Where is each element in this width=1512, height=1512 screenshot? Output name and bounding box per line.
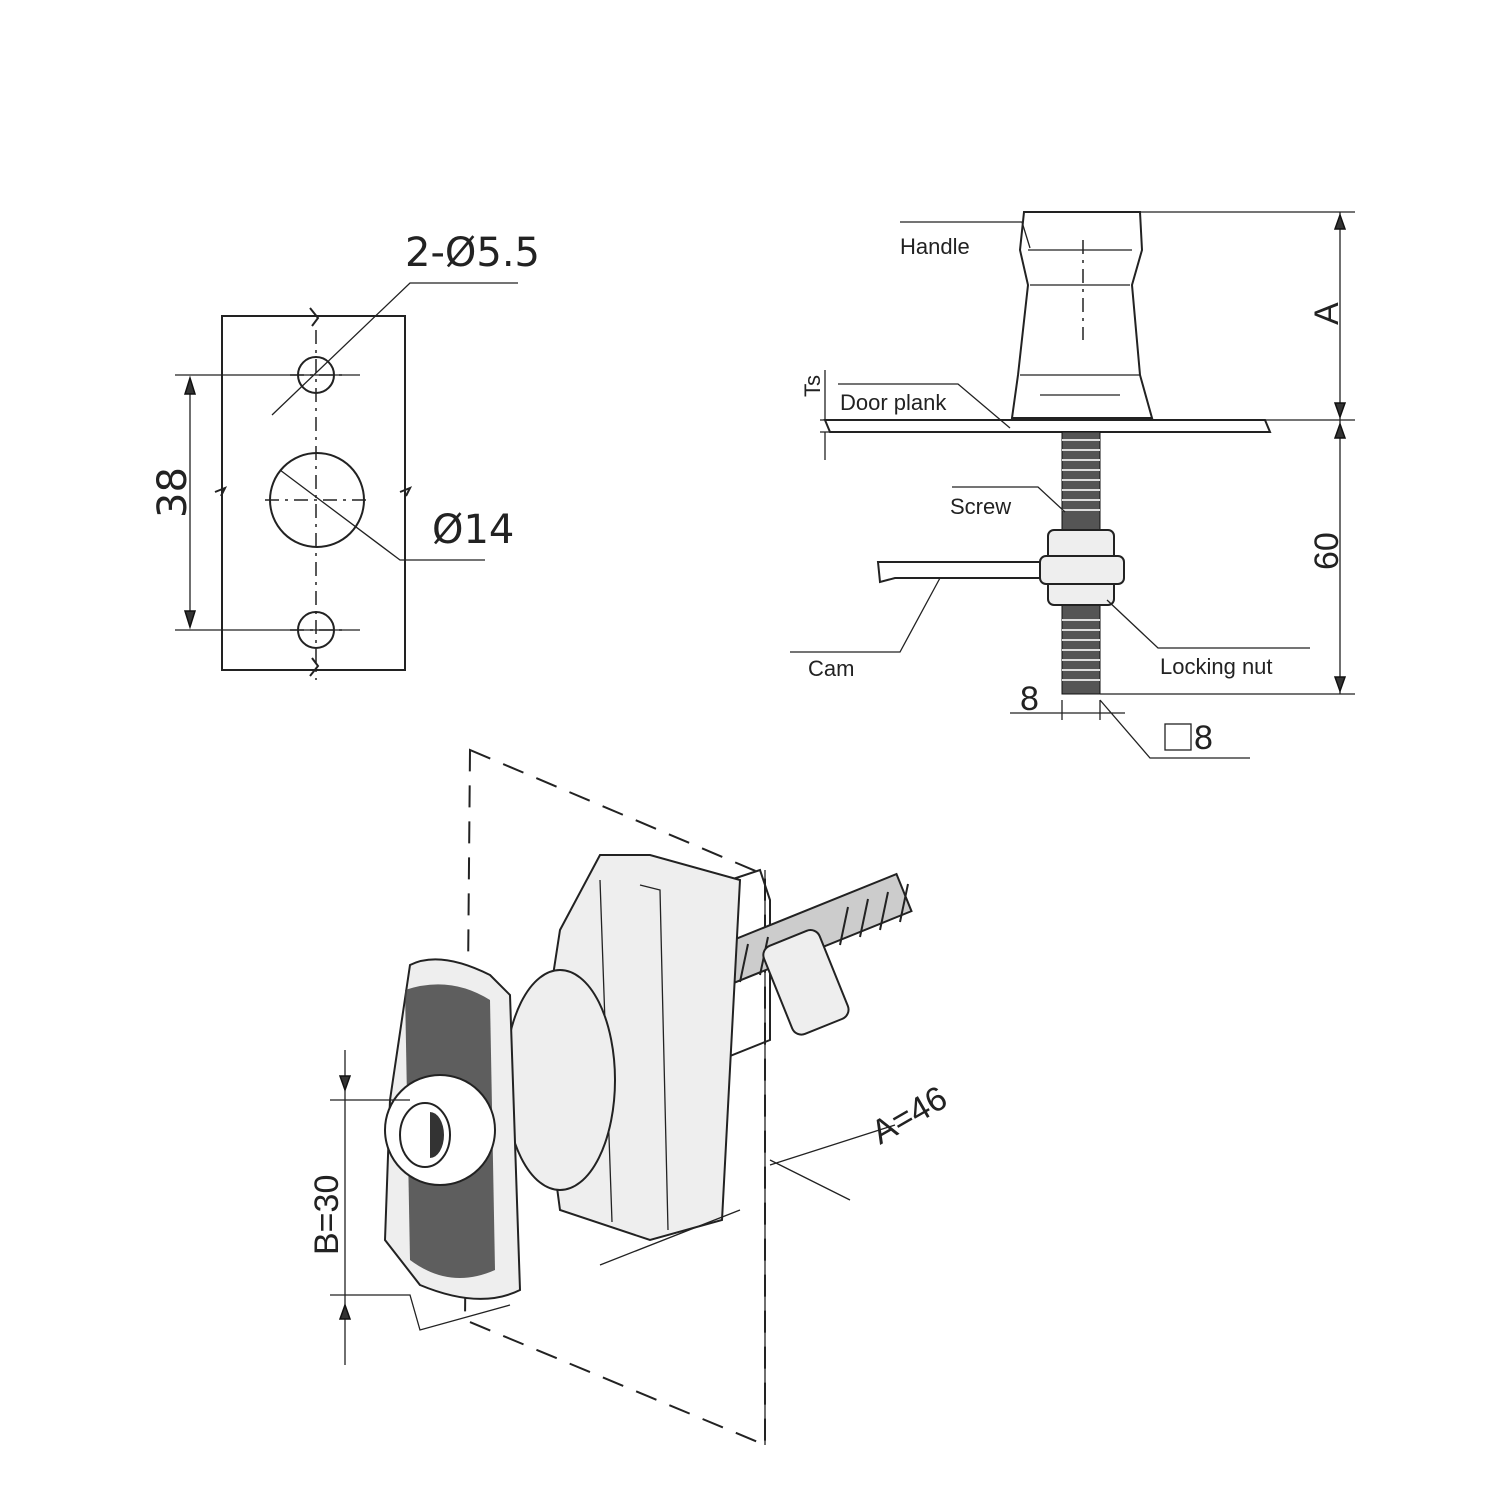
label-handle: Handle: [900, 234, 970, 259]
dim-ts: Ts: [800, 375, 825, 397]
label-screw: Screw: [950, 494, 1011, 519]
dim-8: 8: [1020, 680, 1039, 718]
door-plank: [823, 419, 1272, 433]
square-icon: [1164, 723, 1192, 751]
height-dim: 38: [150, 467, 196, 518]
handle-body: [1010, 211, 1154, 419]
center-hole-dim: Ø14: [432, 507, 514, 553]
isometric-view: B=30 A=46: [308, 748, 954, 1447]
label-door-plank: Door plank: [840, 390, 947, 415]
handle-neck: [504, 969, 616, 1191]
front-view-cutout: 2-Ø5.5 38 Ø14: [150, 230, 540, 680]
dim-b: B=30: [308, 1175, 346, 1255]
dim-a-46: A=46: [865, 1079, 954, 1152]
dim-a: A: [1308, 302, 1346, 325]
hole-callout: 2-Ø5.5: [405, 230, 540, 276]
cam: [876, 561, 1041, 584]
label-cam: Cam: [808, 656, 854, 681]
label-locking-nut: Locking nut: [1160, 654, 1273, 679]
dim-square-8: 8: [1194, 719, 1213, 757]
side-view: A Ts 60 8 8 Handle Door plank Screw Cam …: [790, 211, 1355, 759]
dim-60: 60: [1308, 532, 1346, 570]
